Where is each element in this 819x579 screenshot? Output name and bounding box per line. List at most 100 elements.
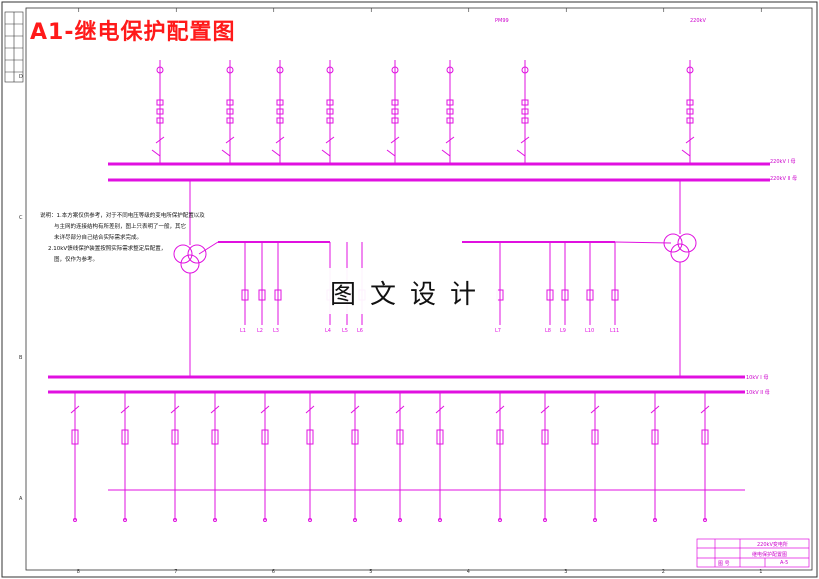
hv-ct-5-2 [446,117,454,124]
note-line-5: 图，仅作为参考。 [54,257,99,263]
hv-ct-2-0 [276,99,284,106]
title-block-sheet-no: A-5 [780,560,789,566]
notes-block: 说明：1.本方案仅供参考，对于不同电压等级的变电所保护配置以及 与主网的连接结构… [40,211,205,266]
lv-feeder-end-12 [653,518,657,522]
border-ticks [78,8,762,12]
hv-switch-2 [271,149,281,157]
lv-ct-9 [496,429,504,445]
lv-breaker-13 [700,405,710,414]
lv-breaker-4 [260,405,270,414]
lv-breaker-12 [650,405,660,414]
feeder-label-5: L5 [342,328,348,334]
title-block [696,538,810,568]
mv-feeder-device-8 [561,289,569,301]
hv-ct-4-0 [391,99,399,106]
lv-ct-0 [71,429,79,445]
lv-feeder-end-4 [263,518,267,522]
hv-ct-1-2 [226,117,234,124]
hv-breaker-4 [390,136,400,144]
transformer-mv-link-left [198,241,219,255]
mv-feeder-device-2 [274,289,282,301]
bottom-tick-label-2: 6 [271,569,275,575]
lv-ct-8 [436,429,444,445]
hv-ct-4-2 [391,117,399,124]
hv-bay-terminal-1 [226,66,234,74]
lv-feeder-end-0 [73,518,77,522]
hv-breaker-5 [445,136,455,144]
lv-ct-12 [651,429,659,445]
hv-switch-4 [386,149,396,157]
lv-ct-5 [306,429,314,445]
hv-ct-2-1 [276,108,284,115]
lv-ct-10 [541,429,549,445]
lv-feeder-end-1 [123,518,127,522]
lv-feeder-end-8 [438,518,442,522]
feeder-label-6: L6 [357,328,363,334]
lv-feeder-end-7 [398,518,402,522]
mv-feeder-device-9 [586,289,594,301]
bottom-tick-label-6: 2 [661,569,665,575]
lv-breaker-10 [540,405,550,414]
note-line-2: 与主网的连接结构有所差别，图上只表明了一般，其它 [54,224,187,230]
hv-bay-terminal-5 [446,66,454,74]
lv-feeder-end-13 [703,518,707,522]
hv-ct-3-2 [326,117,334,124]
bottom-tick-label-4: 4 [466,569,470,575]
mv-feeder-device-1 [258,289,266,301]
hv-ct-6-1 [521,108,529,115]
bus-label-lv-1: 10kV I 母 [746,375,769,381]
lv-ct-3 [211,429,219,445]
hv-ct-3-1 [326,108,334,115]
side-tick-label-2: B [19,355,23,362]
mv-feeder-device-0 [241,289,249,301]
lv-feeder-end-5 [308,518,312,522]
single-line-diagram [48,60,770,522]
hv-ct-0-0 [156,99,164,106]
note-line-3: 未详尽部分自己结合实际需求完成。 [54,235,143,241]
bottom-tick-label-1: 7 [174,569,178,575]
lv-breaker-0 [70,405,80,414]
feeder-label-10: L10 [585,328,595,334]
lv-feeder-end-11 [593,518,597,522]
hv-bay-terminal-2 [276,66,284,74]
hv-switch-6 [516,149,526,157]
watermark: 图文设计 [318,268,498,314]
lv-breaker-5 [305,405,315,414]
lv-breaker-1 [120,405,130,414]
lv-breaker-8 [435,405,445,414]
lv-ct-7 [396,429,404,445]
hv-switch-3 [321,149,331,157]
lv-breaker-6 [350,405,360,414]
bottom-tick-label-0: 8 [76,569,80,575]
lv-feeder-end-10 [543,518,547,522]
hv-switch-7 [681,149,691,157]
note-line-1: 说明：1.本方案仅供参考，对于不同电压等级的变电所保护配置以及 [40,213,205,219]
lv-breaker-3 [210,405,220,414]
lv-breaker-2 [170,405,180,414]
title-block-project: 220kV变电所 [757,542,788,548]
lv-ct-11 [591,429,599,445]
lv-feeder-end-9 [498,518,502,522]
hv-bay-terminal-0 [156,66,164,74]
lv-ct-13 [701,429,709,445]
watermark-text: 图文设计 [330,280,491,310]
note-line-4: 2.10kV馈线保护装置按照实际需求整定后配置， [48,246,167,252]
hv-breaker-6 [520,136,530,144]
transformer-winding-b-0 [187,244,207,264]
feeder-label-11: L11 [610,328,620,334]
feeder-label-7: L7 [495,328,501,334]
feeder-label-8: L8 [545,328,551,334]
bus-label-lv-2: 10kV II 母 [746,390,770,396]
hv-breaker-0 [155,136,165,144]
side-tick-label-3: A [19,495,23,502]
hv-ct-3-0 [326,99,334,106]
lv-ct-2 [171,429,179,445]
hv-bay-terminal-6 [521,66,529,74]
hv-ct-7-2 [686,117,694,124]
mv-feeder-device-7 [546,289,554,301]
lv-breaker-9 [495,405,505,414]
hv-ct-1-1 [226,108,234,115]
feeder-label-2: L2 [257,328,263,334]
top-label-1: PM99 [495,18,509,24]
